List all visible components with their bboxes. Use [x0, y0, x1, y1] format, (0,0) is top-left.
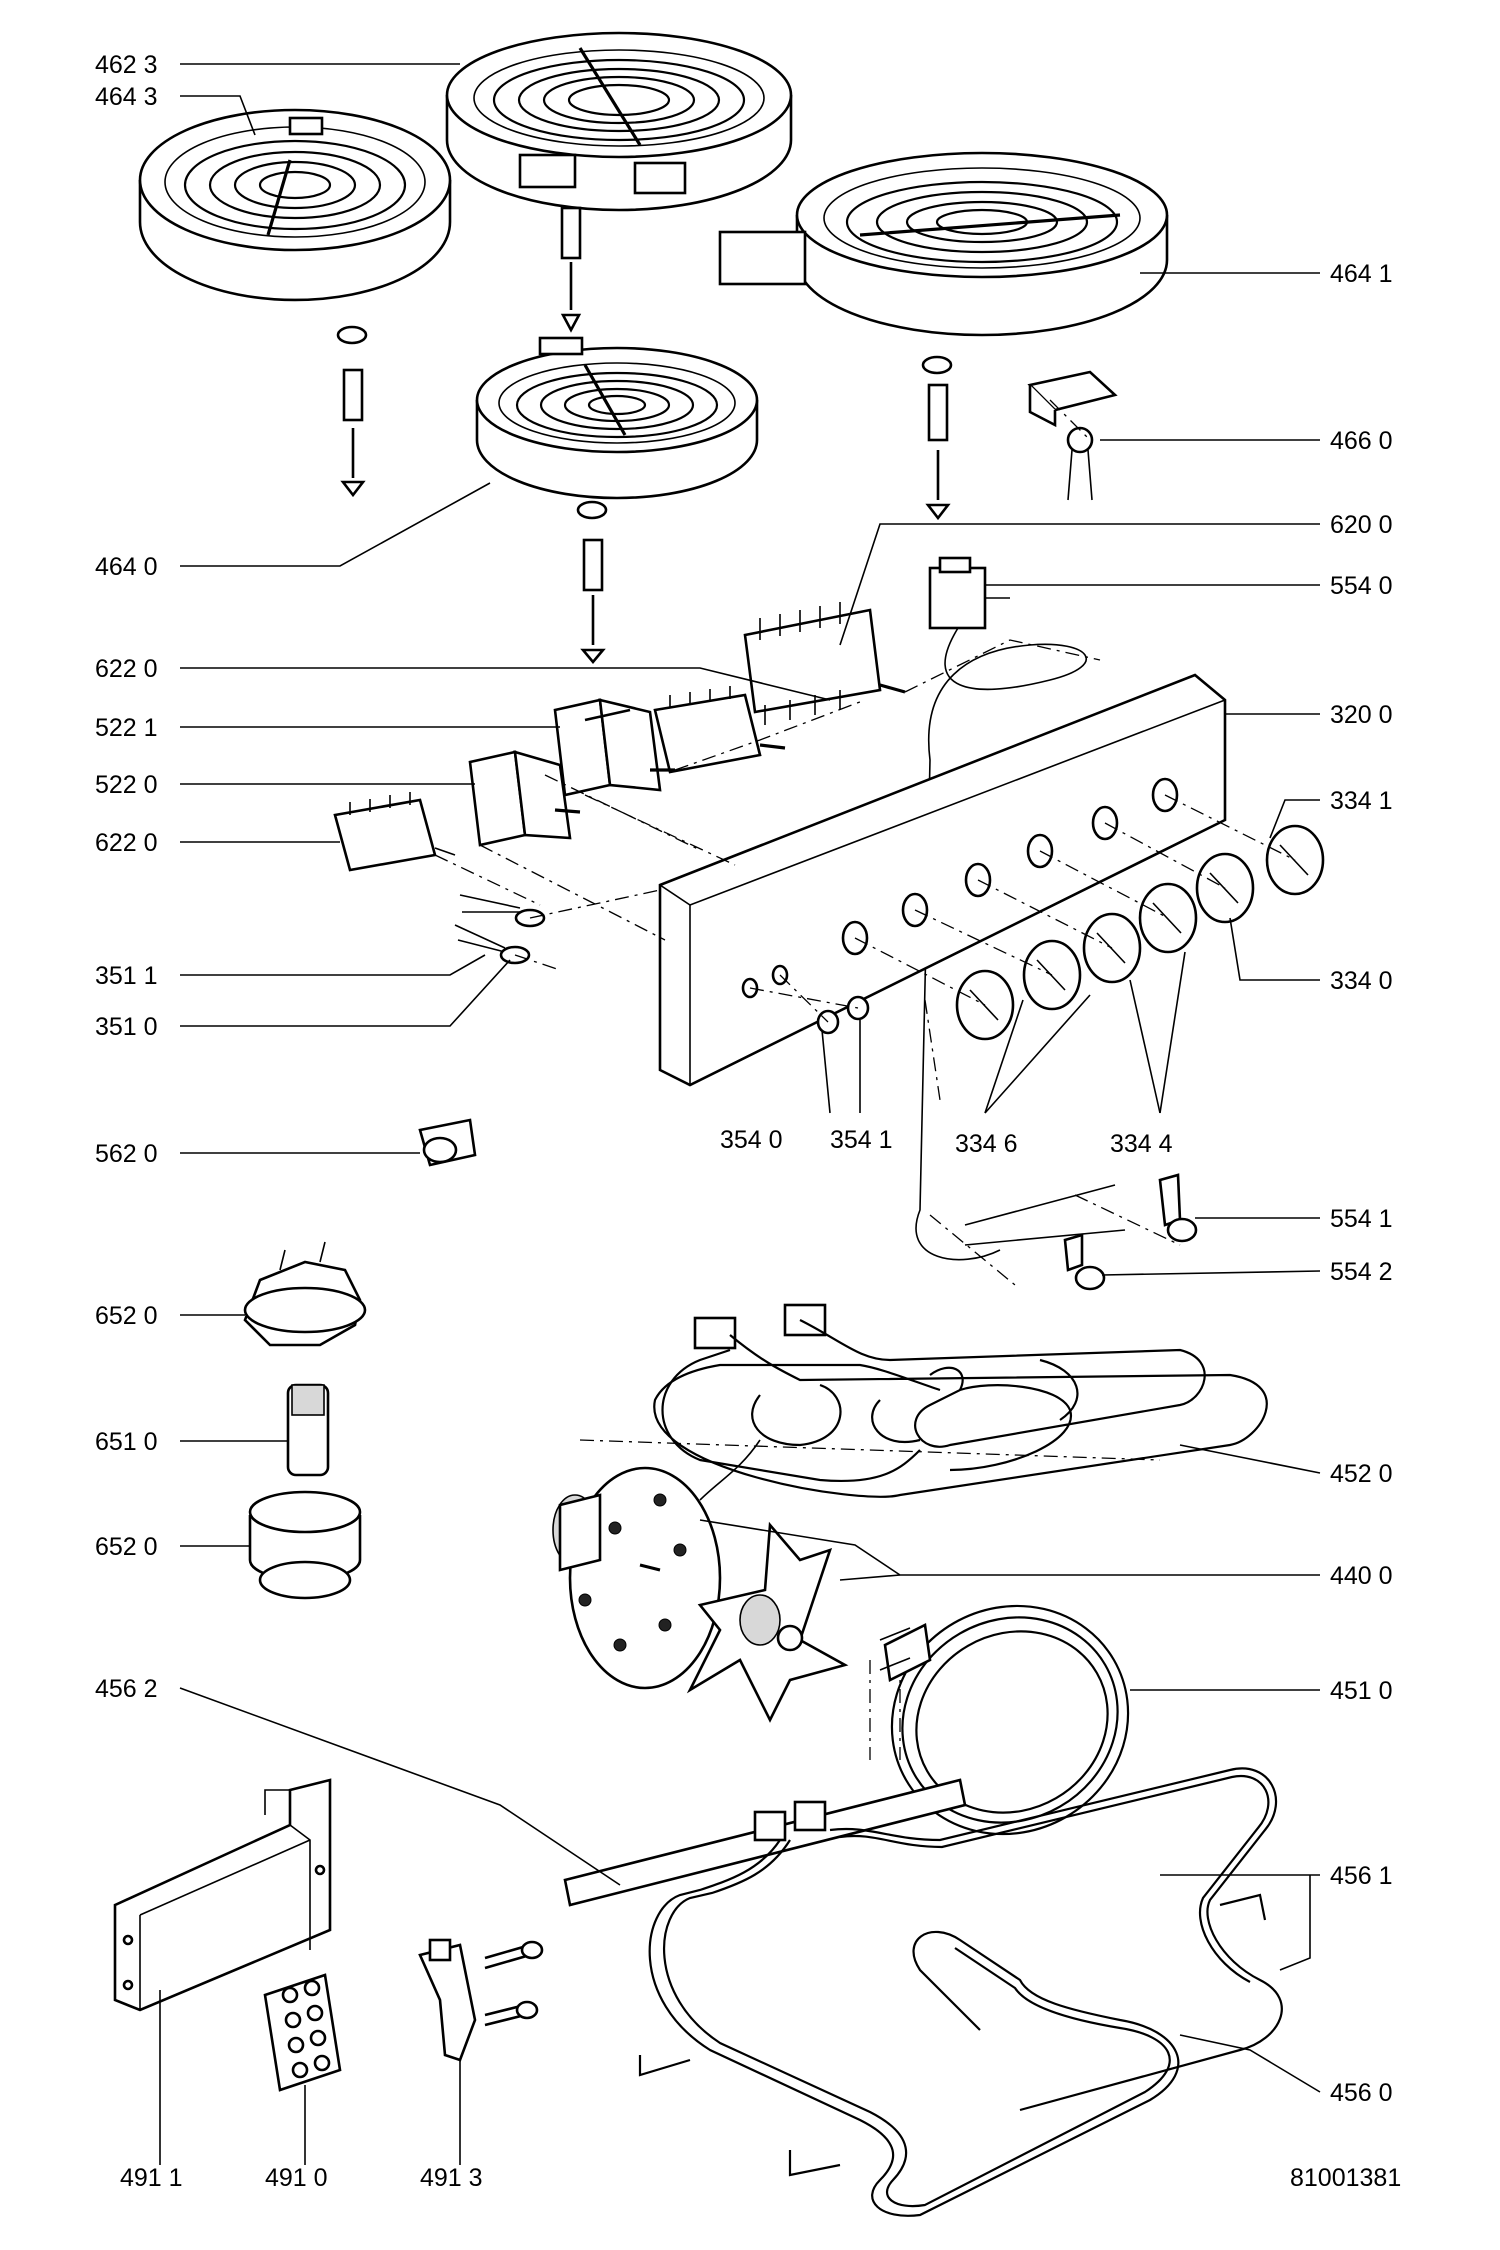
oven-lamp-assembly [243, 1241, 367, 1600]
label-351-1: 351 1 [95, 962, 158, 990]
label-451-0: 451 0 [1330, 1677, 1393, 1705]
hotplate-fixing-sets [336, 206, 953, 665]
label-652-0-top: 652 0 [95, 1302, 158, 1330]
callout-labels: 462 3 464 3 464 1 466 0 464 0 620 0 554 … [95, 51, 1401, 2192]
bottom-element-456 [638, 1767, 1283, 2217]
label-622-0-lower: 622 0 [95, 829, 158, 857]
label-554-0: 554 0 [1330, 572, 1393, 600]
label-456-2: 456 2 [95, 1675, 158, 1703]
energy-regulator-522-0 [468, 750, 581, 847]
label-464-1: 464 1 [1330, 260, 1393, 288]
grill-element-452-0 [653, 1303, 1268, 1501]
label-334-4: 334 4 [1110, 1130, 1173, 1158]
label-320-0: 320 0 [1330, 701, 1393, 729]
label-334-1: 334 1 [1330, 787, 1393, 815]
label-491-1: 491 1 [120, 2164, 183, 2192]
hotplate-464-0 [475, 336, 759, 500]
label-466-0: 466 0 [1330, 427, 1393, 455]
label-491-0: 491 0 [265, 2164, 328, 2192]
label-554-2: 554 2 [1330, 1258, 1393, 1286]
fan-blade-440-0 [686, 1521, 849, 1723]
label-620-0: 620 0 [1330, 511, 1393, 539]
label-491-3: 491 3 [420, 2164, 483, 2192]
terminal-bracket-491-1 [113, 1778, 332, 2012]
label-334-6: 334 6 [955, 1130, 1018, 1158]
switch-622-0-lower [333, 792, 456, 872]
label-456-1: 456 1 [1330, 1862, 1393, 1890]
label-452-0: 452 0 [1330, 1460, 1393, 1488]
label-522-1: 522 1 [95, 714, 158, 742]
hotplate-464-3 [138, 108, 452, 302]
label-464-3: 464 3 [95, 83, 158, 111]
label-334-0: 334 0 [1330, 967, 1393, 995]
energy-regulator-522-1 [553, 698, 675, 797]
bracket-456-2 [563, 1778, 967, 1907]
hotplate-462-3 [445, 31, 793, 212]
label-554-1: 554 1 [1330, 1205, 1393, 1233]
terminal-491-3 [418, 1938, 544, 2062]
selector-switch-620-0 [743, 602, 906, 725]
fan-motor-440-0 [552, 1466, 722, 1690]
label-651-0: 651 0 [95, 1428, 158, 1456]
switch-622-0-top [653, 686, 786, 774]
label-462-3: 462 3 [95, 51, 158, 79]
hotplate-464-1 [718, 151, 1169, 337]
label-562-0: 562 0 [95, 1140, 158, 1168]
label-464-0: 464 0 [95, 553, 158, 581]
leader-lines [159, 63, 1321, 2165]
label-354-1: 354 1 [830, 1126, 893, 1154]
label-652-0-bottom: 652 0 [95, 1533, 158, 1561]
label-522-0: 522 0 [95, 771, 158, 799]
control-knobs-334 [955, 824, 1325, 1041]
label-354-0: 354 0 [720, 1126, 783, 1154]
label-456-0: 456 0 [1330, 2079, 1393, 2107]
terminal-block-491-0 [263, 1973, 342, 2092]
clip-562-0 [418, 1118, 477, 1167]
label-351-0: 351 0 [95, 1013, 158, 1041]
label-622-0-top: 622 0 [95, 655, 158, 683]
label-440-0: 440 0 [1330, 1562, 1393, 1590]
document-number: 81001381 [1290, 2164, 1401, 2192]
neon-indicators-351 [454, 894, 546, 965]
clips-554 [964, 1173, 1198, 1291]
pilot-lamp-466-0 [1027, 370, 1118, 501]
